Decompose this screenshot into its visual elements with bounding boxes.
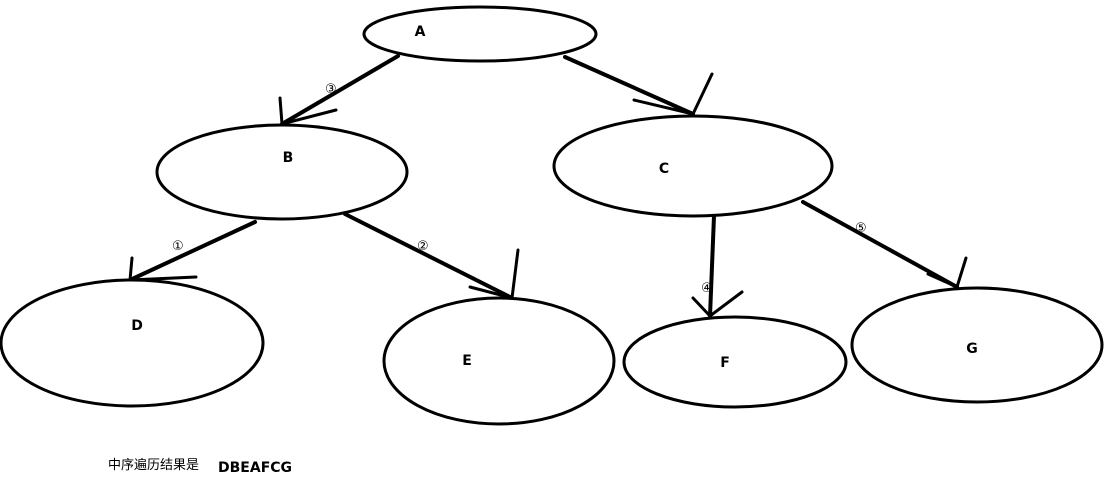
order-label-c-f: ④ [701, 281, 713, 296]
order-labels: ③ ① ② ④ ⑤ [172, 82, 867, 296]
order-label-b-e: ② [417, 239, 429, 254]
node-b-label: B [283, 150, 294, 166]
edge-c-g [801, 200, 959, 289]
edge-a-b [280, 54, 400, 126]
node-g-label: G [966, 341, 978, 357]
node-e: E [382, 296, 616, 426]
arrowhead-g [926, 256, 968, 290]
order-label-a-b: ③ [325, 82, 337, 97]
edge-c-f [708, 214, 716, 318]
node-f: F [622, 315, 848, 409]
node-b: B [155, 123, 409, 221]
node-e-label: E [462, 353, 472, 369]
arrowhead-c [632, 72, 714, 116]
edge-a-c [563, 55, 695, 116]
node-c-label: C [659, 161, 669, 177]
order-label-b-d: ① [172, 239, 184, 254]
node-d: D [0, 278, 265, 408]
node-a-label: A [415, 24, 426, 40]
node-a: A [362, 5, 598, 63]
caption-label: 中序遍历结果是 [108, 457, 199, 473]
node-d-label: D [131, 318, 143, 334]
node-g: G [850, 286, 1104, 404]
node-c: C [552, 114, 834, 218]
edge-b-e [343, 212, 514, 300]
traversal-caption: 中序遍历结果是 DBEAFCG [108, 457, 292, 476]
arrowhead-f [691, 290, 744, 319]
caption-value: DBEAFCG [218, 460, 292, 476]
order-label-c-g: ⑤ [855, 221, 867, 236]
edge-b-d [128, 220, 257, 282]
node-f-label: F [720, 355, 730, 371]
